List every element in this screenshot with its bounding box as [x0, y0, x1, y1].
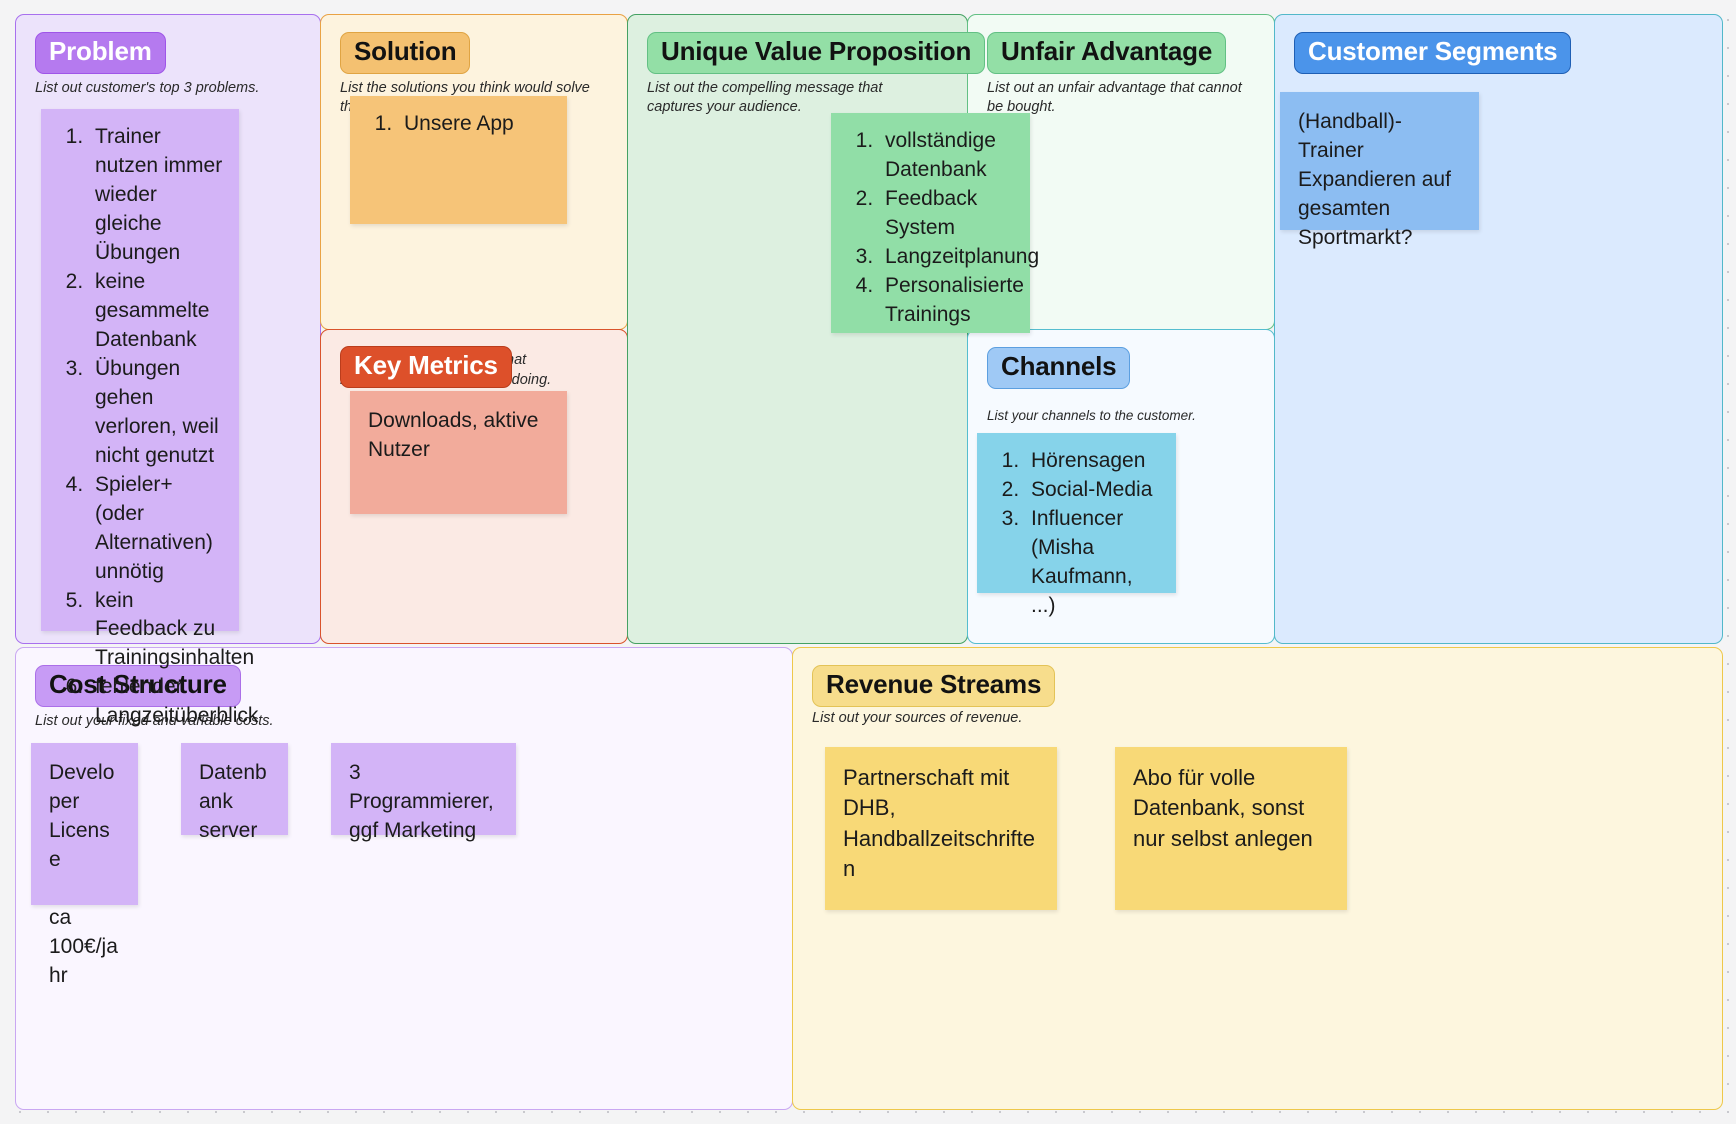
list-item: Social-Media: [1025, 476, 1160, 505]
list-item: Feedback System: [879, 185, 1014, 243]
list-item: Langzeitplanung: [879, 243, 1039, 272]
panel-revenue-streams[interactable]: Revenue Streams List out your sources of…: [792, 647, 1723, 1110]
list-item: Personalisierte Trainings: [879, 272, 1024, 330]
panel-cost-structure-subtitle: List out your fixed and variable costs.: [35, 712, 274, 729]
list-item: kein Feedback zu Trainingsinhalten: [89, 587, 254, 674]
list-item: Übungen gehen verloren, weil nicht genut…: [89, 355, 223, 471]
list-item: Unsere App: [398, 110, 551, 139]
note-body: Developer License ca 100€/jahr: [49, 761, 118, 987]
sticky-note-key-metrics[interactable]: Downloads, aktive Nutzer: [350, 391, 567, 514]
list-item: keine gesammelte Datenbank: [89, 268, 223, 355]
list-item: Spieler+ (oder Alternativen) unnötig: [89, 471, 223, 587]
sticky-note-problem[interactable]: Trainer nutzen immer wieder gleiche Übun…: [41, 109, 258, 727]
sticky-note-revenue-1[interactable]: Partnerschaft mit DHB, Handballzeitschri…: [825, 747, 1057, 910]
panel-problem-title: Problem: [35, 32, 166, 74]
panel-channels-title: Channels: [987, 347, 1131, 389]
problem-list: Trainer nutzen immer wieder gleiche Übun…: [41, 109, 258, 745]
panel-key-metrics[interactable]: List out the key numbers that represent …: [320, 329, 628, 644]
sticky-note-cost-1[interactable]: Developer License ca 100€/jahr: [31, 743, 138, 987]
list-item: Trainer nutzen immer wieder gleiche Übun…: [89, 123, 223, 268]
panel-revenue-streams-subtitle: List out your sources of revenue.: [812, 709, 1023, 726]
panel-cost-structure-background: [15, 647, 793, 1110]
panel-uvp-subtitle: List out the compelling message that cap…: [647, 79, 883, 116]
panel-cost-structure[interactable]: Cost Structure List out your fixed and v…: [15, 647, 793, 1110]
panel-unique-value-proposition[interactable]: Unique Value Proposition List out the co…: [627, 14, 1039, 644]
panel-unfair-advantage-title: Unfair Advantage: [987, 32, 1227, 74]
panel-solution[interactable]: Solution List the solutions you think wo…: [320, 14, 628, 330]
note-body: Partnerschaft mit DHB, Handballzeitschri…: [843, 765, 1035, 882]
sticky-note-unique-value-proposition[interactable]: vollständige Datenbank Feedback System L…: [831, 113, 1039, 333]
panel-channels[interactable]: Channels List your channels to the custo…: [967, 329, 1275, 644]
lean-canvas-board: Problem List out customer's top 3 proble…: [8, 7, 1730, 1117]
panel-channels-subtitle: List your channels to the customer.: [987, 407, 1196, 423]
sticky-note-revenue-2[interactable]: Abo für volle Datenbank, sonst nur selbs…: [1115, 747, 1347, 910]
note-body: Datenbank server: [199, 761, 267, 842]
uvp-list: vollständige Datenbank Feedback System L…: [831, 113, 1039, 344]
sticky-note-customer-segments[interactable]: (Handball)-Trainer Expandieren auf gesam…: [1280, 92, 1479, 249]
list-item: Hörensagen: [1025, 447, 1160, 476]
channels-list: Hörensagen Social-Media Influencer (Mish…: [977, 433, 1176, 635]
panel-problem[interactable]: Problem List out customer's top 3 proble…: [15, 14, 321, 727]
sticky-note-channels[interactable]: Hörensagen Social-Media Influencer (Mish…: [977, 433, 1176, 617]
note-body: Abo für volle Datenbank, sonst nur selbs…: [1133, 765, 1313, 851]
panel-revenue-streams-title: Revenue Streams: [812, 665, 1056, 707]
list-item: Influencer (Misha Kaufmann, ...): [1025, 505, 1160, 621]
sticky-note-solution[interactable]: Unsere App: [350, 96, 567, 224]
panel-customer-segments-title: Customer Segments: [1294, 32, 1572, 74]
sticky-note-cost-2[interactable]: Datenbank server: [181, 743, 288, 842]
panel-customer-segments[interactable]: Customer Segments (Handball)-Trainer Exp…: [1274, 14, 1723, 644]
panel-problem-subtitle: List out customer's top 3 problems.: [35, 79, 260, 96]
note-body: Downloads, aktive Nutzer: [368, 409, 545, 461]
note-body: (Handball)-Trainer Expandieren auf gesam…: [1298, 110, 1457, 249]
note-body: 3 Programmierer, ggf Marketing: [349, 761, 500, 842]
list-item: fehlender Langzeitüberblick: [89, 673, 258, 731]
panel-solution-title: Solution: [340, 32, 471, 74]
solution-list: Unsere App: [350, 96, 567, 153]
sticky-note-cost-3[interactable]: 3 Programmierer, ggf Marketing: [331, 743, 516, 842]
panel-unfair-advantage-subtitle: List out an unfair advantage that cannot…: [987, 79, 1242, 116]
list-item: vollständige Datenbank: [879, 127, 1014, 185]
panel-key-metrics-title: Key Metrics: [340, 346, 512, 388]
panel-uvp-title: Unique Value Proposition: [647, 32, 986, 74]
panel-cost-structure-title: Cost Structure: [35, 665, 241, 707]
